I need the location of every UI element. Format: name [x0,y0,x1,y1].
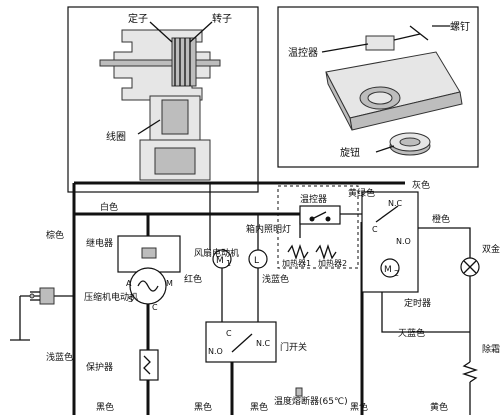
motor-inset: 定子 转子 线圈 [67,6,259,193]
brown-wire-label: 棕色 [46,229,64,241]
terminal-c: C [152,303,158,312]
terminal-s: S [128,295,133,304]
relay-label: 继电器 [86,237,113,249]
defrost-heater: 除霜加热器 [461,343,500,383]
thermostat-part-label: 温控器 [288,46,318,59]
heater1-label: 加热器1 [282,258,311,268]
protector-label: 保护器 [86,361,113,373]
white-wire-label: 白色 [100,201,118,213]
black-label-4: 黑色 [350,401,368,413]
circuit [10,181,471,415]
light-blue-left-label: 浅蓝色 [46,351,73,363]
heater1-icon [287,243,309,261]
timer-symbol: M [384,265,392,275]
black-label-3: 黑色 [250,401,268,413]
heater2-label: 加热器2 [318,258,347,268]
thermostat-illustration [325,25,463,156]
fan-symbol-sub: 1 [226,259,231,268]
timer: N.C C N.O M 2 定时器 [361,191,431,309]
cabinet-lamp: L 箱内照明灯 [246,223,291,269]
fan-motor: M 1 风扇电动机 [194,247,239,269]
timer-nc: N.C [388,199,403,208]
compressor-label: 压缩机电动机 [84,291,138,303]
fuse-icon [295,387,303,397]
red-wire-label: 红色 [184,273,202,285]
screw-label: 螺钉 [450,21,470,33]
sky-blue-label: 天蓝色 [398,327,425,339]
knob-label: 旋钮 [340,146,360,159]
thermostat-box: 温控器 加热器1 加热器2 [277,185,359,269]
terminal-a: A [126,279,132,288]
protector: 保护器 [86,349,159,381]
door-no: N.O [208,347,223,356]
thermostat-inset: 螺钉 温控器 旋钮 [277,6,479,168]
defrost-heater-label: 除霜加热器 [482,343,500,355]
timer-no: N.O [396,237,411,246]
light-blue-wire2-label: 浅蓝色 [262,273,289,285]
orange-wire-label: 橙色 [432,213,450,225]
stator-label: 定子 [128,12,148,25]
gray-wire-label: 灰色 [412,179,430,191]
heater2-icon [315,243,337,261]
yellow-wire-label: 黄色 [430,401,448,413]
fuse-label: 温度熔断器(65℃) [274,395,348,407]
fan-motor-label: 风扇电动机 [194,247,239,259]
black-label-1: 黑色 [96,401,114,413]
door-c: C [226,329,232,338]
terminal-m: M [166,279,173,288]
relay: 继电器 [86,235,181,273]
lamp-label: 箱内照明灯 [246,223,291,235]
thermostat-label: 温控器 [300,193,327,205]
door-switch: N.O N.C C 门开关 [205,321,307,363]
compressor-motor: A M S C 压缩机电动机 [84,267,173,312]
bimetal-thermostat: 双金属温控器 [460,243,500,277]
timer-c: C [372,225,378,234]
fan-symbol: M [216,256,224,266]
motor-illustration [99,29,221,181]
lamp-symbol: L [254,256,259,266]
power-plug-icon [29,287,55,305]
door-nc: N.C [256,339,271,348]
timer-symbol-sub: 2 [394,269,399,278]
yellow-green-label: 黄绿色 [348,187,375,199]
coil-label: 线圈 [106,130,126,143]
timer-label: 定时器 [404,297,431,309]
bimetal-thermostat-label: 双金属温控器 [482,243,500,255]
black-label-2: 黑色 [194,401,212,413]
rotor-label: 转子 [212,12,232,25]
door-switch-label: 门开关 [280,341,307,353]
